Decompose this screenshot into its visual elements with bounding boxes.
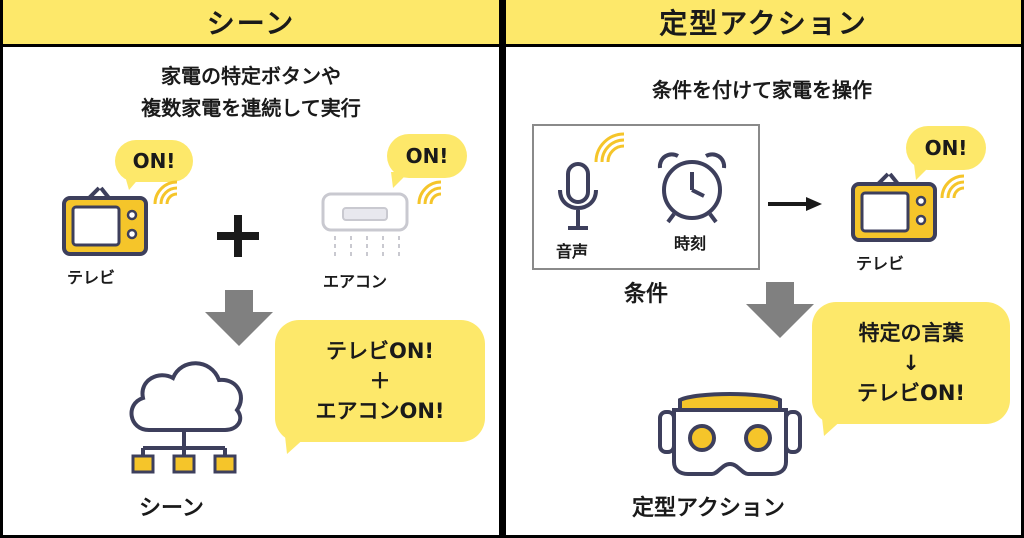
aircon-icon bbox=[321, 192, 409, 260]
scene-result-bubble: テレビON! ＋ エアコンON! bbox=[275, 320, 485, 442]
vr-headset-icon bbox=[658, 392, 802, 476]
result-line1: 特定の言葉 bbox=[858, 321, 964, 345]
scene-description-line1: 家電の特定ボタンや bbox=[161, 64, 341, 88]
tv-icon bbox=[851, 172, 937, 242]
tv-icon bbox=[62, 186, 148, 256]
scene-description-line2: 複数家電を連続して実行 bbox=[141, 96, 361, 120]
bubble-tail bbox=[391, 172, 409, 188]
aircon-on-bubble: ON! bbox=[387, 134, 467, 178]
cloud-network-icon bbox=[129, 361, 243, 474]
tv-label: テレビ bbox=[67, 268, 116, 287]
scene-header: シーン bbox=[3, 0, 499, 47]
result-line3: エアコンON! bbox=[315, 399, 445, 423]
aircon-label: エアコン bbox=[323, 272, 388, 291]
cloud-label: シーン bbox=[139, 496, 204, 521]
voice-label: 音声 bbox=[556, 242, 589, 261]
tv-on-bubble-right: ON! bbox=[906, 126, 986, 170]
result-line2: ↓ bbox=[902, 351, 920, 375]
action-result-bubble: 特定の言葉 ↓ テレビON! bbox=[812, 302, 1010, 424]
condition-label: 条件 bbox=[624, 282, 669, 307]
signal-waves-icon bbox=[153, 180, 178, 205]
right-arrow-icon bbox=[768, 197, 822, 211]
signal-waves-icon bbox=[594, 132, 625, 163]
result-line1: テレビON! bbox=[325, 339, 434, 363]
action-panel: 定型アクション 条件を付けて家電を操作 音声 時刻 条件 ON! bbox=[506, 0, 1024, 538]
microphone-icon bbox=[558, 162, 598, 230]
time-label: 時刻 bbox=[674, 234, 707, 253]
scene-panel: シーン 家電の特定ボタンや 複数家電を連続して実行 ON! テレビ ON! bbox=[0, 0, 502, 538]
bubble-tail bbox=[914, 164, 932, 180]
tv-label-right: テレビ bbox=[856, 254, 905, 273]
condition-box bbox=[532, 124, 760, 270]
alarm-clock-icon bbox=[657, 152, 727, 224]
down-arrow-icon bbox=[746, 282, 814, 338]
plus-icon bbox=[217, 215, 259, 257]
result-line3: テレビON! bbox=[856, 381, 965, 405]
tv-on-bubble: ON! bbox=[115, 140, 193, 182]
bubble-tail bbox=[125, 176, 141, 190]
bubble-tail bbox=[285, 436, 307, 454]
bubble-tail bbox=[822, 418, 844, 436]
signal-waves-icon bbox=[940, 174, 965, 199]
down-arrow-icon bbox=[205, 290, 273, 346]
action-description: 条件を付けて家電を操作 bbox=[652, 78, 872, 102]
action-header: 定型アクション bbox=[506, 0, 1021, 47]
signal-waves-icon bbox=[417, 180, 442, 205]
device-label: 定型アクション bbox=[632, 496, 785, 521]
result-line2: ＋ bbox=[369, 369, 391, 393]
